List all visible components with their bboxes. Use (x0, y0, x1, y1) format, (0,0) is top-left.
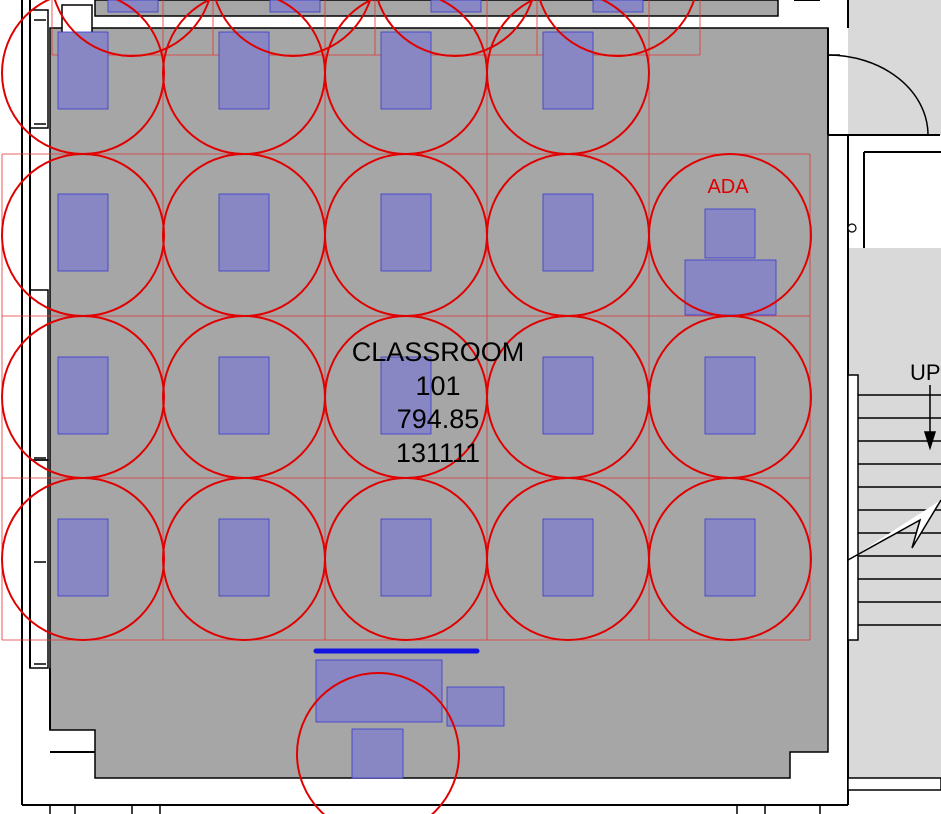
desk (57, 356, 109, 435)
desk (430, 0, 482, 13)
teacher-desk (315, 659, 443, 723)
desk (592, 0, 644, 13)
desk (57, 518, 109, 597)
ada-label: ADA (707, 176, 749, 198)
desk (218, 31, 270, 110)
desk (542, 356, 594, 435)
desk (542, 518, 594, 597)
stairs (847, 374, 941, 791)
side-table (446, 686, 505, 727)
room-name: CLASSROOM (352, 337, 525, 367)
desks (57, 0, 777, 779)
stair-up-label: UP (910, 360, 941, 385)
room-area: 794.85 (397, 404, 480, 434)
desk (380, 31, 432, 110)
desk (380, 518, 432, 597)
corridor-area (848, 0, 941, 135)
desk (704, 356, 756, 435)
desk (704, 518, 756, 597)
desk (218, 356, 270, 435)
desk (57, 193, 109, 272)
desk (380, 356, 432, 435)
desk (57, 31, 109, 110)
room-number: 101 (415, 371, 460, 401)
desk (269, 0, 321, 13)
room-tag: CLASSROOM 101 794.85 131111 (352, 337, 525, 468)
desk (380, 193, 432, 272)
room-code: 131111 (396, 438, 480, 468)
desk (542, 31, 594, 110)
ada-desk (704, 208, 756, 259)
teacher-chair (351, 728, 404, 779)
desk (542, 193, 594, 272)
door-swing-arc (827, 54, 929, 136)
desk (218, 518, 270, 597)
desk (107, 0, 159, 13)
ada-table (684, 259, 777, 316)
bottom-wall-ticks (49, 805, 821, 814)
clearance-circles (1, 0, 812, 814)
door-knob-icon (847, 223, 857, 233)
desk (218, 193, 270, 272)
